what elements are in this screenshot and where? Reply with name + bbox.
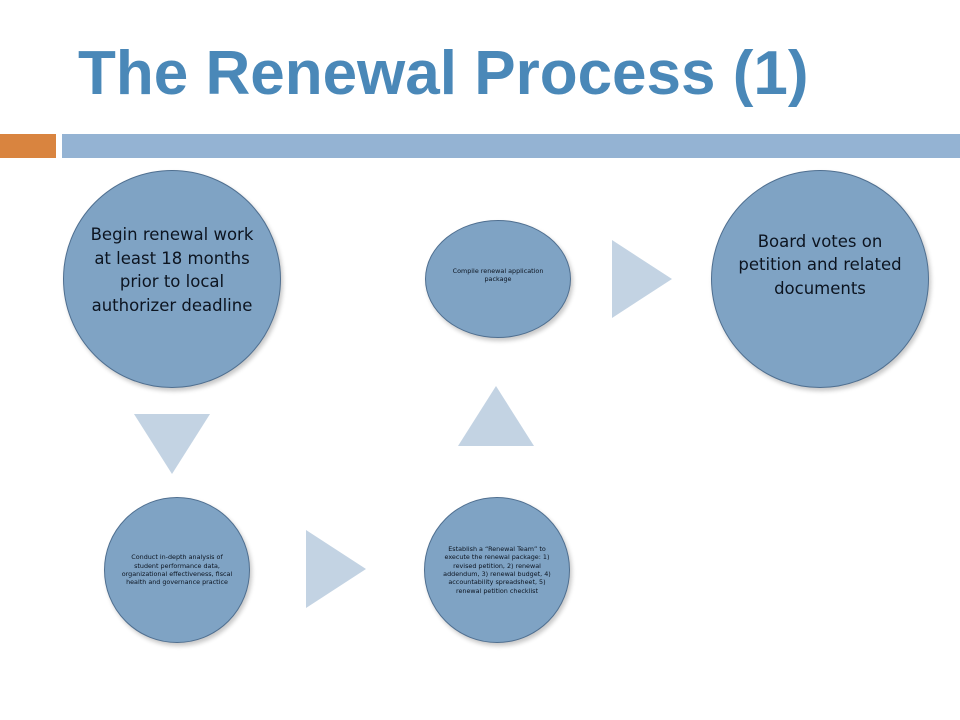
step-compile-package: Compile renewal application package bbox=[425, 220, 571, 338]
arrow-right-icon bbox=[306, 530, 366, 608]
step-board-votes: Board votes on petition and related docu… bbox=[711, 170, 929, 388]
slide-title: The Renewal Process (1) bbox=[78, 39, 809, 108]
step-begin-renewal: Begin renewal work at least 18 months pr… bbox=[63, 170, 281, 388]
title-accent-bar-blue bbox=[62, 134, 960, 158]
step-text: Conduct in-depth analysis of student per… bbox=[121, 553, 233, 587]
title-accent-bar-orange bbox=[0, 134, 56, 158]
step-text: Establish a “Renewal Team” to execute th… bbox=[443, 544, 551, 595]
arrow-down-icon bbox=[134, 414, 210, 474]
step-conduct-analysis: Conduct in-depth analysis of student per… bbox=[104, 497, 250, 643]
arrow-up-icon bbox=[458, 386, 534, 446]
arrow-right-icon bbox=[612, 240, 672, 318]
step-text: Begin renewal work at least 18 months pr… bbox=[90, 225, 254, 315]
step-text: Compile renewal application package bbox=[452, 266, 544, 283]
step-text: Board votes on petition and related docu… bbox=[738, 231, 902, 298]
step-establish-renewal-team: Establish a “Renewal Team” to execute th… bbox=[424, 497, 570, 643]
